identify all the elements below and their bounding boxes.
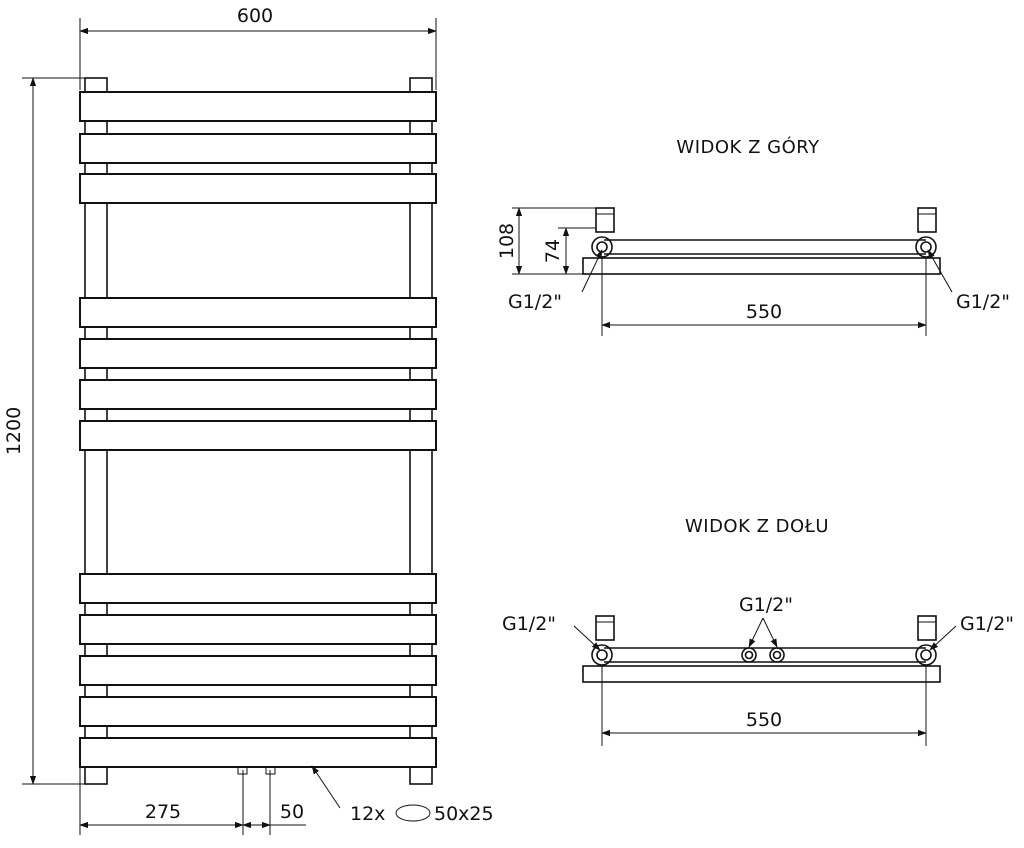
top-right-connection-label: G1/2" <box>956 291 1010 313</box>
bar <box>79 696 437 727</box>
bar <box>79 614 437 645</box>
left-valve <box>595 207 615 233</box>
height-label: 1200 <box>3 407 25 455</box>
bar <box>79 133 437 164</box>
bars <box>79 91 437 768</box>
bottom-view: WIDOK Z DOŁU G1/2" G1/2" G1/2" 55 <box>502 516 1014 746</box>
bar <box>79 173 437 204</box>
bottom-view-title: WIDOK Z DOŁU <box>685 516 829 537</box>
bar <box>79 91 437 122</box>
bar <box>79 737 437 768</box>
top-view-panel <box>582 257 941 275</box>
top-axis-spacing-label: 550 <box>746 301 782 323</box>
center-connection <box>769 647 785 663</box>
top-left-connection-label: G1/2" <box>508 291 562 313</box>
bar <box>79 655 437 686</box>
top-view-title: WIDOK Z GÓRY <box>676 136 820 158</box>
connection-spacing-label: 50 <box>280 801 304 823</box>
bar <box>79 297 437 328</box>
bar <box>79 338 437 369</box>
right-valve <box>917 207 937 233</box>
top-view: WIDOK Z GÓRY 108 74 G1/2" G1/2" 550 <box>496 136 1010 336</box>
tube-section-label: 50x25 <box>434 803 494 825</box>
left-valve <box>595 615 615 641</box>
bottom-center-connection-label: G1/2" <box>739 594 793 616</box>
inlet-height-label: 74 <box>542 239 564 263</box>
bottom-right-connection-label: G1/2" <box>960 613 1014 635</box>
center-connection <box>741 647 757 663</box>
left-fitting <box>591 236 613 258</box>
bar <box>79 420 437 451</box>
bottom-axis-spacing-label: 550 <box>746 709 782 731</box>
tube-count-label: 12x <box>350 803 385 825</box>
right-fitting <box>915 644 937 666</box>
bottom-view-panel <box>582 665 941 683</box>
left-fitting <box>591 644 613 666</box>
width-label: 600 <box>237 5 273 27</box>
bar <box>79 379 437 410</box>
axis-offset-label: 275 <box>145 801 181 823</box>
bottom-left-connection-label: G1/2" <box>502 613 556 635</box>
oval-section-icon <box>395 804 431 822</box>
front-view: 600 1200 275 50 12x 50x25 <box>3 5 494 835</box>
tube-leader <box>311 765 341 809</box>
right-valve <box>917 615 937 641</box>
bar <box>79 573 437 604</box>
right-fitting <box>915 236 937 258</box>
depth-label: 108 <box>496 223 518 259</box>
